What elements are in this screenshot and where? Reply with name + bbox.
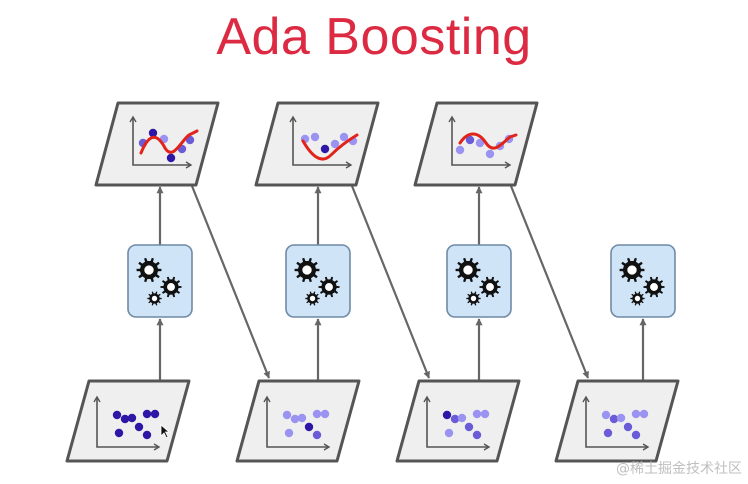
data-point [457,413,467,423]
data-point [142,409,152,419]
data-point [475,138,485,148]
axis-arrow-x [323,443,331,451]
data-point [284,428,294,438]
fitted-curve [301,133,359,161]
plot-axes [292,117,351,166]
mouse-pointer-icon [160,424,171,439]
data-point [442,410,452,420]
data-point [631,409,641,419]
data-point [616,413,626,423]
data-point [114,428,124,438]
fitted-curve [139,129,199,155]
panel-frame [254,101,380,187]
data-point [450,414,460,424]
plot-axes [132,117,191,166]
axis-arrow-y [129,115,137,123]
page-title: Ada Boosting [216,8,532,66]
panel-frame [94,101,220,187]
data-panel-3 [395,379,521,463]
plot-axes [96,397,159,448]
learner-frame [285,244,351,318]
data-panel-4 [554,379,680,463]
arrow-model-to-data-4 [507,180,590,379]
axis-arrow-x [504,161,512,169]
data-point [465,135,475,145]
plot-axes [585,397,648,448]
axis-arrow-x [642,443,650,451]
data-point [480,409,490,419]
data-point [290,414,300,424]
data-point [310,132,320,142]
axis-arrow-x [483,443,491,451]
axis-arrow-y [263,395,271,403]
model-panel-1 [94,101,220,187]
watermark-text: @稀土掘金技术社区 [616,461,742,477]
data-point [166,153,176,163]
data-point [330,139,340,149]
learner-frame [610,244,676,318]
data-point [601,410,611,420]
model-panel-3 [413,101,539,187]
data-point [603,428,613,438]
data-point [320,409,330,419]
axis-arrow-y [448,115,456,123]
data-point [455,145,465,155]
data-point [142,430,152,440]
data-point [282,410,292,420]
axis-arrow-y [582,395,590,403]
data-point [472,409,482,419]
axis-arrow-x [185,161,193,169]
arrow-model-to-data-3 [348,180,431,379]
learner-box-3 [446,244,512,318]
data-point [312,409,322,419]
axis-arrow-x [153,443,161,451]
data-point [464,422,474,432]
data-point [623,422,633,432]
data-panel-2 [235,379,361,463]
data-point [312,430,322,440]
data-point [112,410,122,420]
learner-box-2 [285,244,351,318]
learner-box-4 [610,244,676,318]
data-point [444,428,454,438]
data-point [134,422,144,432]
data-point [304,422,314,432]
data-point [320,144,330,154]
data-point [485,149,495,159]
data-point [127,413,137,423]
data-point [639,409,649,419]
data-point [609,414,619,424]
fitted-curve [458,132,518,150]
data-point [150,409,160,419]
model-panel-2 [254,101,380,187]
plot-axes [451,117,510,166]
plot-axes [266,397,329,448]
data-point [631,430,641,440]
data-point [148,128,158,138]
data-point [339,132,349,142]
axis-arrow-y [289,115,297,123]
axis-arrow-y [93,395,101,403]
axis-arrow-x [345,161,353,169]
data-point [297,413,307,423]
axis-arrow-y [423,395,431,403]
data-point [120,414,130,424]
learner-frame [127,244,193,318]
plot-axes [426,397,489,448]
data-panel-1 [65,379,191,463]
arrow-model-to-data-2 [188,180,271,379]
learner-frame [446,244,512,318]
learner-box-1 [127,244,193,318]
data-point [472,430,482,440]
